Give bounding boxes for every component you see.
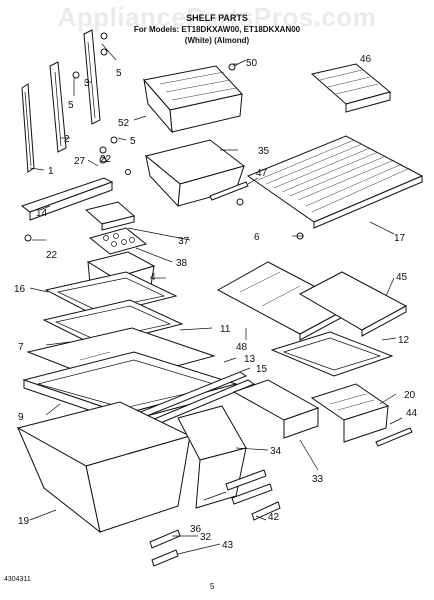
callout-46: 46 — [360, 54, 372, 65]
callout-19: 19 — [18, 516, 30, 527]
callout-20: 20 — [404, 390, 416, 401]
callout-5a: 5 — [116, 68, 122, 79]
callout-22a: 22 — [46, 250, 58, 261]
callout-37: 37 — [178, 236, 190, 247]
doc-id: 4304311 — [4, 576, 31, 583]
shelf-support-bracket — [20, 177, 114, 221]
callout-43: 43 — [222, 540, 234, 551]
models-line: For Models: ET18DKXAW00, ET18DKXAN00 — [133, 25, 301, 34]
drawer-trim — [375, 427, 413, 447]
callout-15: 15 — [256, 364, 268, 375]
callout-12: 12 — [398, 335, 410, 346]
pan-slide-rail — [209, 181, 249, 201]
callout-52: 52 — [118, 118, 130, 129]
colors-line: (White) (Almond) — [184, 36, 250, 45]
crisper-pan — [16, 401, 192, 534]
callout-1: 1 — [48, 166, 54, 177]
shelf-rail-middle — [49, 61, 67, 153]
callout-9: 9 — [18, 412, 24, 423]
callout-4: 4 — [150, 272, 156, 283]
deli-drawer — [310, 383, 390, 443]
callout-38: 38 — [176, 258, 188, 269]
crisper-pan-right — [177, 405, 247, 509]
callout-22b: 22 — [100, 154, 112, 165]
dairy-door — [84, 201, 136, 231]
egg-tray — [88, 227, 148, 255]
callout-5b: 5 — [68, 100, 74, 111]
watermark: AppliancePartsPros.com — [57, 2, 377, 32]
cantilever-shelf-2 — [298, 271, 408, 337]
callout-35: 35 — [258, 146, 270, 157]
ice-cube-tray — [310, 63, 392, 113]
callout-7: 7 — [18, 342, 24, 353]
callout-17: 17 — [394, 233, 406, 244]
callout-32: 32 — [200, 532, 212, 543]
callout-42: 42 — [268, 512, 280, 523]
callout-47: 47 — [256, 168, 268, 179]
callout-50: 50 — [246, 58, 258, 69]
shelf-glass-small — [42, 299, 184, 347]
callout-2: 2 — [64, 134, 70, 145]
callout-27: 27 — [74, 156, 86, 167]
rail-screws — [24, 32, 131, 242]
shelf-frame-small — [44, 271, 178, 317]
deli-drawer-cover — [232, 379, 320, 439]
callout-45: 45 — [396, 272, 408, 283]
callout-34: 34 — [270, 446, 282, 457]
leader-lines — [29, 43, 403, 555]
screw-50 — [228, 63, 236, 71]
callout-36: 36 — [190, 524, 202, 535]
crisper-cover-frame — [270, 331, 394, 377]
shelf-rail-right — [83, 29, 101, 125]
callout-33: 33 — [312, 474, 324, 485]
callout-44: 44 — [406, 408, 418, 419]
callout-3: 3 — [84, 78, 90, 89]
page-number: 5 — [210, 582, 215, 591]
callout-13: 13 — [244, 354, 256, 365]
meat-pan-cover — [143, 65, 243, 134]
page-title: SHELF PARTS — [186, 13, 248, 23]
callout-5c: 5 — [130, 136, 136, 147]
wire-shelf — [246, 135, 424, 229]
callout-48: 48 — [236, 342, 248, 353]
callout-16: 16 — [14, 284, 26, 295]
callout-6: 6 — [254, 232, 260, 243]
callout-14: 14 — [36, 208, 48, 219]
crisper-slides — [149, 469, 281, 567]
callout-11: 11 — [220, 324, 231, 335]
shelf-rail-left — [21, 83, 35, 173]
